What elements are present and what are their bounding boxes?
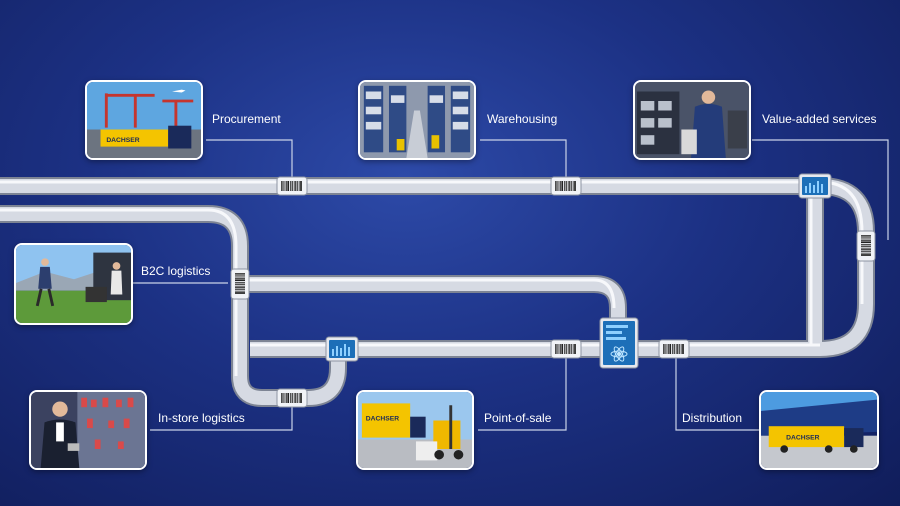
leader-in-store [150, 400, 293, 431]
label-warehousing: Warehousing [487, 112, 558, 126]
label-distribution: Distribution [682, 411, 743, 425]
barcode-icon [276, 176, 308, 196]
atom-icon [610, 346, 628, 362]
label-procurement: Procurement [212, 112, 281, 126]
barcode-icon [856, 230, 876, 262]
leader-value-added [752, 139, 889, 240]
truck-logo-text: DACHSER [366, 416, 400, 423]
leader-warehousing [480, 139, 567, 178]
screen-connectors [325, 173, 832, 369]
value-added-photo [633, 80, 751, 160]
leader-procurement [206, 139, 293, 178]
distribution-photo: DACHSER [759, 390, 879, 470]
barcode-connectors [230, 176, 876, 408]
hub-panel [599, 317, 639, 369]
barcode-icon [658, 339, 690, 359]
data-screen-icon [325, 336, 359, 362]
truck-logo-text: DACHSER [106, 137, 140, 144]
pipe-middle [240, 277, 625, 322]
leader-distribution [675, 358, 760, 431]
barcode-icon [230, 268, 250, 300]
label-value-added: Value-added services [762, 112, 877, 126]
pipe-main-loop [0, 179, 873, 356]
leader-lines [133, 139, 889, 431]
leader-point-of-sale [478, 358, 567, 431]
warehousing-photo [358, 80, 476, 160]
truck-logo-text: DACHSER [786, 435, 820, 442]
pipes [0, 177, 875, 407]
barcode-icon [550, 339, 582, 359]
in-store-photo [29, 390, 147, 470]
label-point-of-sale: Point-of-sale [484, 411, 552, 425]
barcode-icon [276, 388, 308, 408]
data-screen-icon [798, 173, 832, 199]
label-in-store: In-store logistics [158, 411, 245, 425]
procurement-photo: DACHSER [85, 80, 203, 160]
b2c-photo [14, 243, 133, 325]
label-b2c: B2C logistics [141, 264, 211, 278]
barcode-icon [550, 176, 582, 196]
point-of-sale-photo: DACHSER [356, 390, 474, 470]
